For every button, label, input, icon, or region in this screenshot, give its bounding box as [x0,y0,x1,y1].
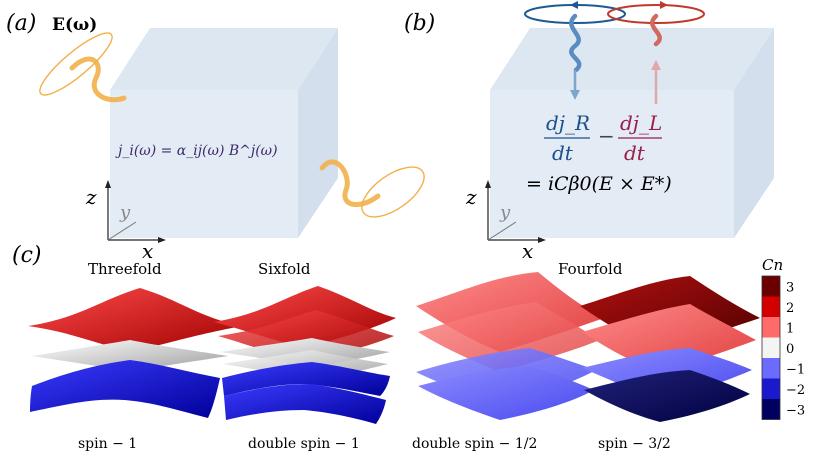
frac-left-den: dt [552,141,574,165]
axis-x-arrow-a [158,237,166,243]
axis-x-label-b: x [522,239,533,263]
caption-double-spin-1: double spin − 1 [248,436,360,452]
cube-b-top [490,28,774,90]
cube-a-front [110,90,298,238]
panel-a: (a) E(ω) j_i(ω) = α_ij(ω) B^j(ω) z y [6,11,425,263]
polarization-ellipse-in [39,32,113,96]
axes-a: z y x [85,180,166,263]
current-difference: dj_R dt − dj_L dt = iCβ0(E × E*) [526,111,672,195]
title-threefold: Threefold [88,260,162,278]
cube-a [110,28,338,238]
response-equation: j_i(ω) = α_ij(ω) B^j(ω) [115,143,278,159]
band-dsh-upper-2 [418,302,600,372]
axis-x-label-a: x [142,239,153,263]
down-arrow-head [570,90,580,100]
colorbar: Cn 3 2 1 0 −1 −2 −3 [761,256,805,420]
right-circle-arrow [570,1,578,9]
minus-sign: − [598,124,615,148]
field-label: E(ω) [52,15,97,35]
right-wave [569,13,582,73]
polarization-ellipse-out [361,166,425,218]
band-dsh-lower-2 [418,366,594,420]
colorbar-title: Cn [762,256,783,274]
title-fourfold: Fourfold [558,260,623,278]
colorbar-cells [761,275,781,420]
axis-y-label-a: y [119,202,131,223]
colorbar-cell [762,358,780,379]
left-circle-arrow [660,1,668,9]
title-sixfold: Sixfold [258,260,311,278]
axes-b: z y x [465,180,546,263]
caption-double-spin-half: double spin − 1/2 [412,436,537,452]
photon-out-a [319,159,425,218]
band-sixfold-lower-1 [222,362,390,396]
photon-in-a [39,32,127,103]
photon-wave-out [319,159,381,207]
left-wave [650,13,662,47]
band-s32-upper-2 [582,304,756,372]
colorbar-tick-label: −1 [786,362,805,377]
colorbar-tick-label: −3 [786,403,805,418]
axis-y-a [107,221,137,241]
colorbar-cell [762,276,780,297]
bands-spin-three-halves [580,276,760,422]
colorbar-tick-label: 3 [786,280,794,295]
colorbar-cell [762,337,780,358]
frac-left-num: dj_R [546,111,590,135]
colorbar-tick-label: 2 [786,301,794,316]
caption-spin-1: spin − 1 [78,436,137,452]
colorbar-tick-label: 0 [786,342,794,357]
bands-threefold [28,288,242,418]
panel-b-label: (b) [404,11,435,36]
colorbar-cell [762,296,780,317]
cube-b-front [490,90,734,238]
band-s32-lower-2 [584,370,750,422]
left-circular-photon [607,1,705,104]
panel-c: (c) Threefold Sixfold Fourfold [12,243,805,452]
axis-z-arrow-a [105,180,111,188]
cube-a-top [110,28,338,90]
colorbar-cell [762,317,780,338]
frac-right-den: dt [624,141,646,165]
frac-right-num: dj_L [620,111,662,135]
colorbar-frame [761,275,781,420]
axis-y-b [487,221,517,241]
cpge-equation: = iCβ0(E × E*) [526,173,672,195]
cube-a-side [298,28,338,238]
axis-z-label-b: z [465,185,477,209]
axis-y-label-b: y [499,202,511,223]
colorbar-tick-label: −2 [786,383,805,398]
panel-c-label: (c) [12,243,42,268]
bands-sixfold [214,286,396,424]
colorbar-cell [762,378,780,399]
axis-x-arrow-b [538,237,546,243]
axis-z-label-a: z [85,185,97,209]
band-threefold-lower [30,360,220,418]
panel-a-label: (a) [6,11,36,36]
panel-b: (b) dj_R dt − dj_L d [404,1,774,263]
right-circular-photon [524,1,626,100]
band-threefold-flat [32,340,228,372]
band-threefold-upper [28,288,242,352]
cube-b-side [734,28,774,238]
colorbar-ticks: 3 2 1 0 −1 −2 −3 [786,280,805,418]
colorbar-tick-label: 1 [786,321,794,336]
band-sixfold-lower-2 [224,384,386,424]
cube-b [490,28,774,238]
bands-double-spin-half [416,272,604,420]
colorbar-cell [762,399,780,420]
up-arrow-head [651,60,661,70]
axis-z-arrow-b [485,180,491,188]
left-circle [607,4,705,24]
caption-spin-three-halves: spin − 3/2 [598,436,671,452]
photon-wave-in [69,56,127,103]
